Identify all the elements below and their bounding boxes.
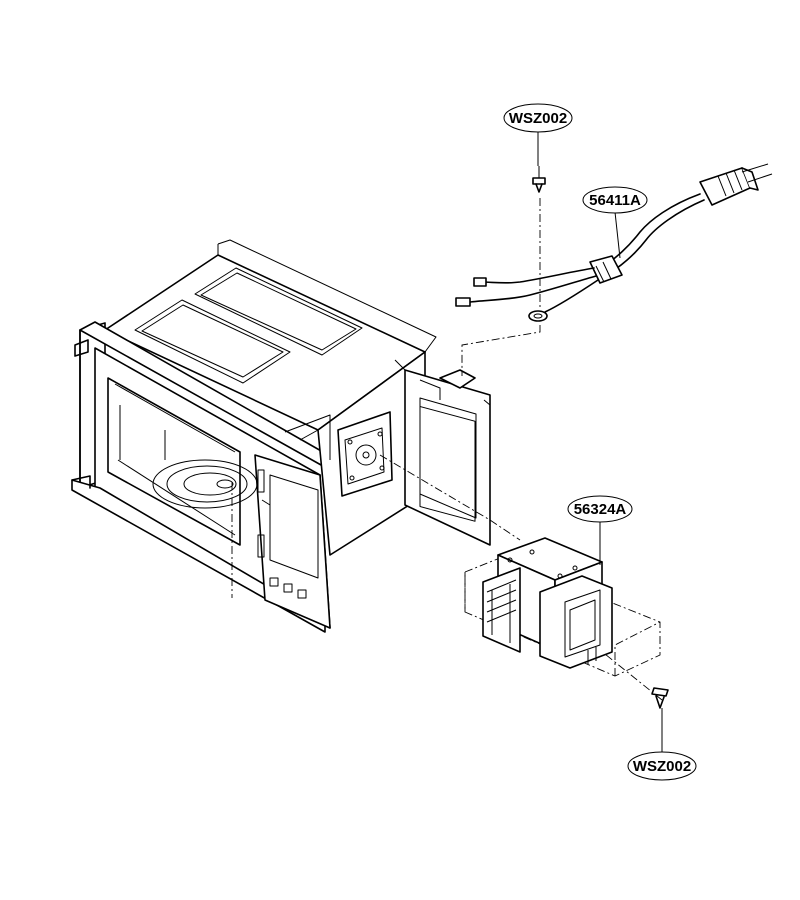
- magnetron: [482, 537, 613, 669]
- power-cord: [455, 163, 773, 322]
- callout-wsz002-bottom: WSZ002: [627, 751, 697, 781]
- callout-56324a: 56324A: [567, 495, 633, 523]
- callout-leaders: [537, 132, 621, 565]
- callout-label: 56411A: [589, 192, 641, 209]
- microwave-chassis: [71, 239, 491, 633]
- callout-56411a: 56411A: [582, 186, 648, 214]
- callout-wsz002-top: WSZ002: [503, 103, 573, 133]
- screw-bottom: [651, 687, 669, 752]
- screw-top: [532, 166, 546, 193]
- callout-label: WSZ002: [509, 110, 567, 127]
- callout-label: 56324A: [574, 501, 627, 518]
- callout-label: WSZ002: [633, 758, 691, 775]
